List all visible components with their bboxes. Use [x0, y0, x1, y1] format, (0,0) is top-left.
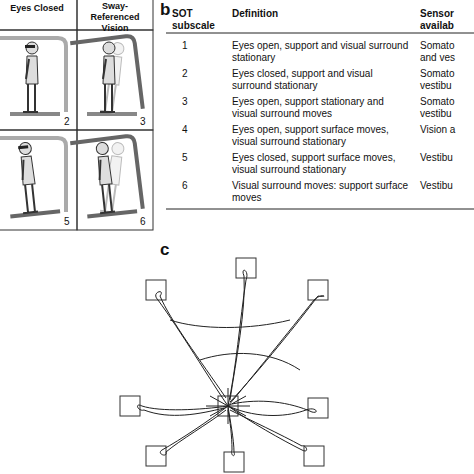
table-cell: 2	[182, 68, 202, 80]
table-header: Sensor availab	[420, 8, 470, 32]
table-cell: 6	[182, 180, 202, 192]
table-header: SOT subscale	[172, 8, 222, 32]
table-header: Definition	[232, 8, 352, 20]
condition-figure	[0, 38, 66, 116]
condition-number: 5	[64, 216, 76, 228]
table-cell: Somato and ves	[420, 40, 468, 64]
table-cell: 1	[182, 40, 202, 52]
target-squares	[120, 258, 328, 472]
condition-figure	[70, 135, 143, 218]
table-cell: Vestibu	[420, 152, 468, 164]
table-cell: Eyes open, support stationary and visual…	[232, 96, 410, 120]
condition-number: 3	[140, 116, 152, 128]
table-cell: 3	[182, 96, 202, 108]
table-cell: Somato vestibu	[420, 96, 468, 120]
condition-number: 6	[140, 216, 152, 228]
table-cell: 4	[182, 124, 202, 136]
table-cell: Vision a	[420, 124, 468, 136]
sway-trace	[138, 270, 325, 455]
table-cell: Somato vestibu	[420, 68, 468, 92]
condition-figure	[0, 138, 66, 218]
column-header: Eyes Closed	[6, 3, 68, 14]
panel-label: c	[160, 240, 180, 260]
condition-number: 2	[64, 116, 76, 128]
table-cell: 5	[182, 152, 202, 164]
condition-grid	[0, 0, 153, 230]
table-cell: Vestibu	[420, 180, 468, 192]
table-cell: Eyes closed, support and visual surround…	[232, 68, 410, 92]
table-cell: Visual surround moves: support surface m…	[232, 180, 410, 204]
table-rule	[166, 33, 474, 209]
table-cell: Eyes open, support surface moves, visual…	[232, 124, 410, 148]
column-header: Sway-Referenced Vision	[79, 1, 151, 33]
condition-figure	[70, 35, 143, 116]
table-cell: Eyes open, support and visual surround s…	[232, 40, 410, 64]
table-cell: Eyes closed, support surface moves, visu…	[232, 152, 410, 176]
